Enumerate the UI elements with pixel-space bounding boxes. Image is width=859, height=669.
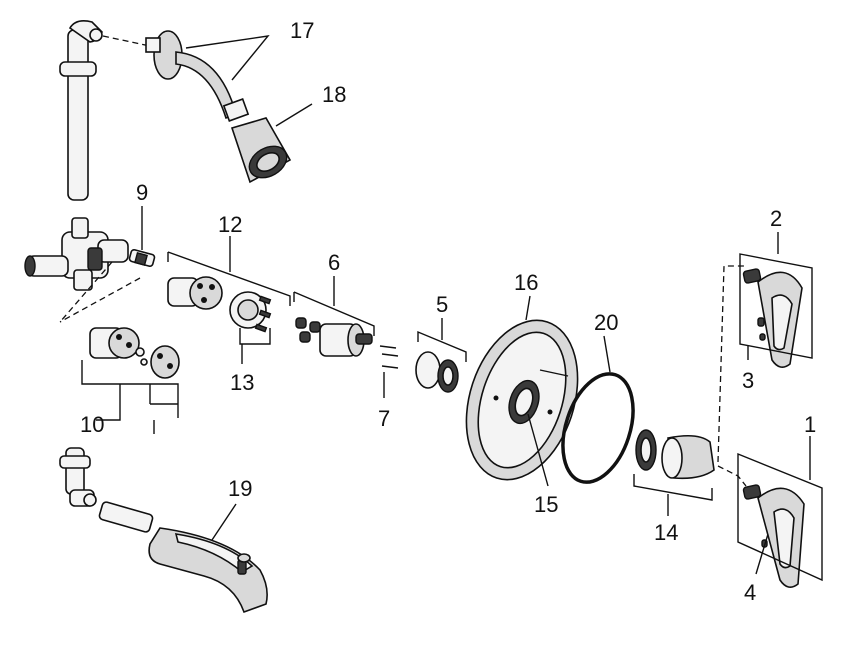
callout-9: 9 bbox=[136, 180, 148, 205]
callout-5: 5 bbox=[436, 292, 448, 317]
callout-4: 4 bbox=[744, 580, 756, 605]
valve-body bbox=[24, 217, 129, 291]
showerhead bbox=[230, 117, 292, 184]
callout-1: 1 bbox=[804, 412, 816, 437]
cartridge-assembly bbox=[167, 276, 223, 310]
callout-12: 12 bbox=[218, 212, 242, 237]
retainer-plate bbox=[229, 291, 272, 333]
stop-cap bbox=[128, 248, 156, 268]
retainer-clip bbox=[415, 351, 459, 393]
callout-3: 3 bbox=[742, 368, 754, 393]
escutcheon-plate bbox=[465, 319, 579, 481]
callout-6: 6 bbox=[328, 250, 340, 275]
callout-13: 13 bbox=[230, 370, 254, 395]
callout-16: 16 bbox=[514, 270, 538, 295]
tub-supply-pipe bbox=[59, 447, 154, 533]
handle-adapter bbox=[635, 429, 715, 480]
shower-riser-pipe bbox=[59, 20, 103, 201]
callout-7: 7 bbox=[378, 406, 390, 431]
lower-cartridge-parts bbox=[89, 327, 180, 379]
pins bbox=[379, 345, 399, 369]
callout-20: 20 bbox=[594, 310, 618, 335]
shower-arm-flange bbox=[145, 30, 250, 122]
callout-18: 18 bbox=[322, 82, 346, 107]
gasket-ring bbox=[561, 372, 635, 484]
leader-lines bbox=[81, 35, 823, 582]
callout-2: 2 bbox=[770, 206, 782, 231]
callout-labels: 17 18 9 12 6 16 5 20 13 7 10 15 14 19 2 … bbox=[80, 18, 816, 605]
lever-handle-lower bbox=[742, 484, 805, 588]
valve-cartridge bbox=[295, 317, 373, 357]
callout-17: 17 bbox=[290, 18, 314, 43]
lever-handle-upper bbox=[742, 268, 803, 368]
callout-15: 15 bbox=[534, 492, 558, 517]
tub-spout bbox=[148, 527, 268, 614]
callout-10: 10 bbox=[80, 412, 104, 437]
callout-14: 14 bbox=[654, 520, 678, 545]
callout-19: 19 bbox=[228, 476, 252, 501]
